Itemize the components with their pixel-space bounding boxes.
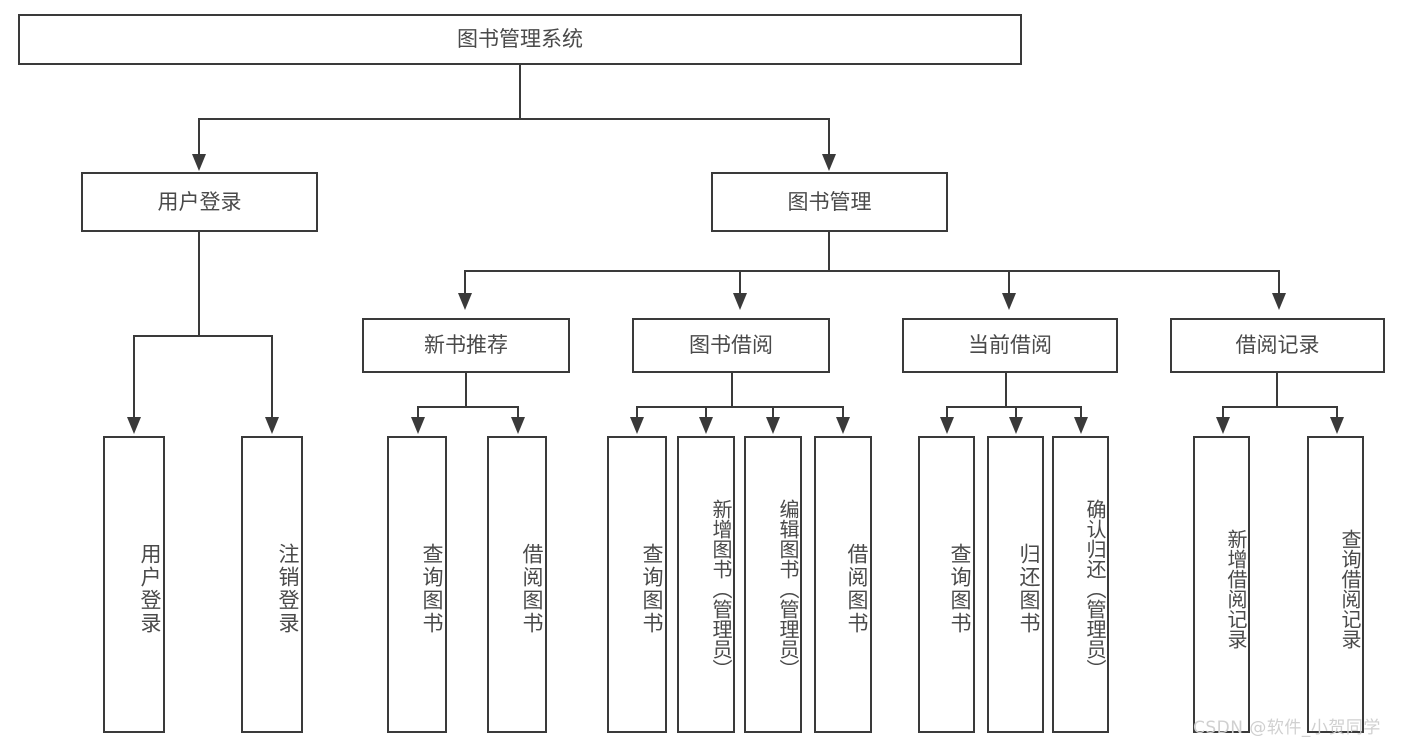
edge-root-to-user-login xyxy=(198,118,200,156)
arrowhead-icon xyxy=(699,417,713,434)
edge-book-borrow-child-2 xyxy=(705,406,707,418)
leaf-book-borrow-query[interactable]: 查询图书 xyxy=(607,436,667,733)
arrowhead-icon xyxy=(1002,293,1016,310)
edge-new-book-stem xyxy=(465,373,467,406)
edge-user-login-stem xyxy=(198,232,200,335)
arrowhead-icon xyxy=(265,417,279,434)
edge-current-borrow-child-3 xyxy=(1080,406,1082,418)
edge-user-login-bar xyxy=(133,335,273,337)
arrowhead-icon xyxy=(630,417,644,434)
node-new-book-recommend[interactable]: 新书推荐 xyxy=(362,318,570,373)
node-root-system[interactable]: 图书管理系统 xyxy=(18,14,1022,65)
leaf-current-borrow-return[interactable]: 归还图书 xyxy=(987,436,1044,733)
edge-book-mgmt-bar xyxy=(464,270,1280,272)
edge-root-stem xyxy=(519,65,521,118)
edge-user-login-child-2 xyxy=(271,335,273,418)
edge-book-mgmt-child-1 xyxy=(464,270,466,294)
edge-borrow-record-child-2 xyxy=(1336,406,1338,418)
node-borrow-record[interactable]: 借阅记录 xyxy=(1170,318,1385,373)
arrowhead-icon xyxy=(1216,417,1230,434)
arrowhead-icon xyxy=(940,417,954,434)
edge-current-borrow-child-2 xyxy=(1015,406,1017,418)
edge-book-mgmt-child-4 xyxy=(1278,270,1280,294)
arrowhead-icon xyxy=(458,293,472,310)
edge-root-bar xyxy=(198,118,830,120)
leaf-new-book-query[interactable]: 查询图书 xyxy=(387,436,447,733)
arrowhead-icon xyxy=(411,417,425,434)
edge-book-mgmt-child-3 xyxy=(1008,270,1010,294)
arrowhead-icon xyxy=(836,417,850,434)
edge-book-borrow-child-1 xyxy=(636,406,638,418)
leaf-current-borrow-query[interactable]: 查询图书 xyxy=(918,436,975,733)
arrowhead-icon xyxy=(511,417,525,434)
edge-book-mgmt-stem xyxy=(828,232,830,270)
edge-book-borrow-bar xyxy=(636,406,844,408)
arrowhead-icon xyxy=(766,417,780,434)
edge-book-borrow-child-3 xyxy=(772,406,774,418)
leaf-borrow-record-add[interactable]: 新增借阅记录 xyxy=(1193,436,1250,733)
leaf-borrow-record-query[interactable]: 查询借阅记录 xyxy=(1307,436,1364,733)
arrowhead-icon xyxy=(1074,417,1088,434)
node-book-management[interactable]: 图书管理 xyxy=(711,172,948,232)
arrowhead-icon xyxy=(822,154,836,171)
arrowhead-icon xyxy=(1330,417,1344,434)
leaf-new-book-borrow[interactable]: 借阅图书 xyxy=(487,436,547,733)
node-book-borrow[interactable]: 图书借阅 xyxy=(632,318,830,373)
arrowhead-icon xyxy=(192,154,206,171)
edge-user-login-child-1 xyxy=(133,335,135,418)
edge-new-book-bar xyxy=(417,406,519,408)
csdn-watermark: CSDN @软件_小贺同学 xyxy=(1193,718,1381,738)
arrowhead-icon xyxy=(733,293,747,310)
edge-borrow-record-child-1 xyxy=(1222,406,1224,418)
leaf-book-borrow-add[interactable]: 新增图书（管理员） xyxy=(677,436,735,733)
leaf-book-borrow-borrow[interactable]: 借阅图书 xyxy=(814,436,872,733)
edge-borrow-record-stem xyxy=(1276,373,1278,406)
edge-root-to-book-mgmt xyxy=(828,118,830,156)
edge-current-borrow-bar xyxy=(946,406,1082,408)
node-user-login[interactable]: 用户登录 xyxy=(81,172,318,232)
edge-current-borrow-child-1 xyxy=(946,406,948,418)
leaf-user-login-login[interactable]: 用户登录 xyxy=(103,436,165,733)
leaf-user-login-logout[interactable]: 注销登录 xyxy=(241,436,303,733)
leaf-book-borrow-edit[interactable]: 编辑图书（管理员） xyxy=(744,436,802,733)
leaf-current-borrow-confirm-return[interactable]: 确认归还（管理员） xyxy=(1052,436,1109,733)
edge-book-borrow-child-4 xyxy=(842,406,844,418)
edge-book-borrow-stem xyxy=(731,373,733,406)
edge-book-mgmt-child-2 xyxy=(739,270,741,294)
edge-borrow-record-bar xyxy=(1222,406,1338,408)
arrowhead-icon xyxy=(127,417,141,434)
edge-new-book-child-2 xyxy=(517,406,519,418)
edge-new-book-child-1 xyxy=(417,406,419,418)
node-current-borrow[interactable]: 当前借阅 xyxy=(902,318,1118,373)
edge-current-borrow-stem xyxy=(1005,373,1007,406)
arrowhead-icon xyxy=(1009,417,1023,434)
arrowhead-icon xyxy=(1272,293,1286,310)
